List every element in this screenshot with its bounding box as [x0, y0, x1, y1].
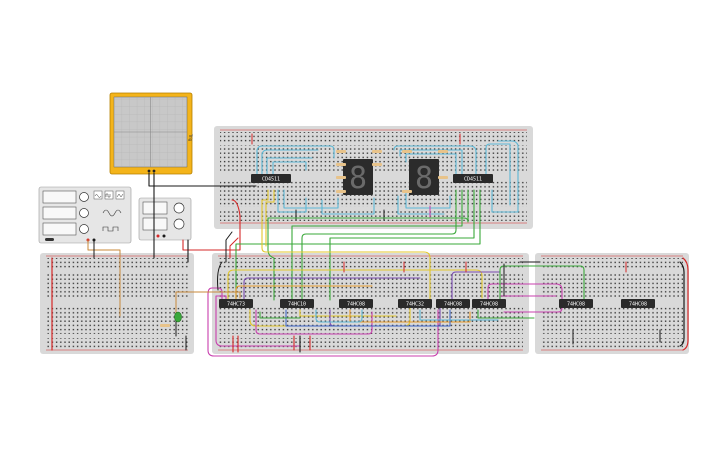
- svg-text:74HC08: 74HC08: [567, 302, 585, 308]
- chip-7[interactable]: 74HC08: [559, 299, 593, 308]
- led-green[interactable]: [174, 311, 182, 323]
- square-wave-icon: [102, 226, 119, 232]
- svg-text:74HC10: 74HC10: [288, 302, 306, 308]
- svg-text:74HC08: 74HC08: [444, 302, 462, 308]
- chip-4[interactable]: 74HC32: [398, 299, 432, 308]
- wire-fg-brown[interactable]: [87, 239, 121, 317]
- chip-decoder-right[interactable]: CD4511: [453, 174, 493, 183]
- display-left-digit: 8: [349, 161, 367, 196]
- seven-segment-left: 8: [343, 159, 373, 196]
- resistors-display[interactable]: [160, 150, 448, 327]
- chip-6[interactable]: 74HC08: [472, 299, 506, 308]
- wire-scope-probe[interactable]: [148, 172, 257, 187]
- power-supply[interactable]: [138, 197, 192, 241]
- chip-decoder-left[interactable]: CD4511: [251, 174, 291, 183]
- chip-5[interactable]: 74HC08: [436, 299, 470, 308]
- chip-3[interactable]: 74HC08: [339, 299, 373, 308]
- oscilloscope[interactable]: Trig: [109, 92, 193, 175]
- display-right-digit: 8: [415, 161, 433, 196]
- trigger-label: Trig: [188, 133, 193, 142]
- breadboard-left[interactable]: [40, 253, 194, 354]
- sine-wave-icon: [102, 209, 122, 217]
- function-generator[interactable]: [38, 186, 132, 244]
- svg-text:74HC08: 74HC08: [629, 302, 647, 308]
- wires: [51, 133, 689, 357]
- svg-text:74HC73: 74HC73: [227, 302, 245, 308]
- chip-1[interactable]: 74HC73: [219, 299, 253, 308]
- svg-text:CD4511: CD4511: [464, 177, 482, 183]
- seven-segment-right: 8: [409, 159, 439, 196]
- svg-text:74HC32: 74HC32: [406, 302, 424, 308]
- svg-text:CD4511: CD4511: [262, 177, 280, 183]
- chip-8[interactable]: 74HC08: [621, 299, 655, 308]
- svg-text:74HC08: 74HC08: [480, 302, 498, 308]
- svg-text:74HC08: 74HC08: [347, 302, 365, 308]
- breadboard-right[interactable]: [535, 253, 689, 354]
- chip-2[interactable]: 74HC10: [280, 299, 314, 308]
